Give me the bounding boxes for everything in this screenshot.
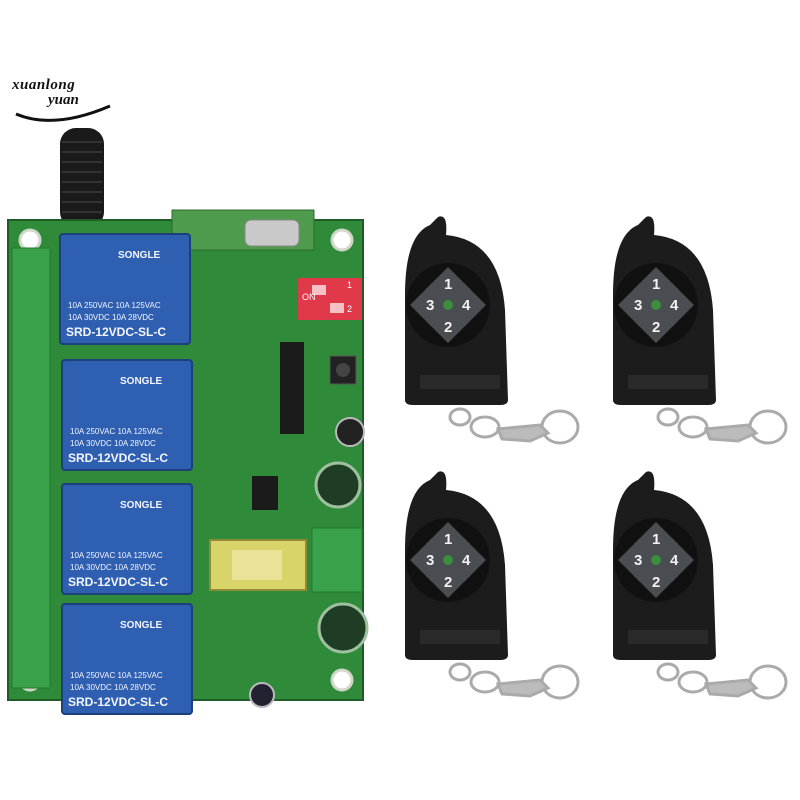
remote-1-label-2: 2: [444, 319, 452, 336]
remote-1-label-4: 4: [462, 297, 471, 314]
remote-1-label-3: 3: [426, 297, 434, 314]
relay-1-model: SRD-12VDC-SL-C: [66, 325, 166, 339]
remote-control-3: 1 3 4 2: [390, 470, 590, 720]
remote-control-4: 1 3 4 2: [598, 470, 798, 720]
capacitor-large-2: [317, 602, 369, 654]
antenna-coil: [60, 128, 104, 234]
remote-4-label-3: 3: [634, 552, 642, 569]
remote-control-2: 1 3 4 2: [598, 215, 798, 465]
relay-1-rating-1: 10A 250VAC 10A 125VAC: [68, 301, 161, 310]
keyring-4: [656, 662, 788, 700]
remote-2-label-4: 4: [670, 297, 679, 314]
logo-text-line1: xuanlong: [12, 77, 76, 93]
dip-label-on: ON: [302, 292, 316, 302]
relay-3-brand: SONGLE: [120, 500, 163, 511]
terminal-block-left: [11, 247, 51, 689]
remote-3-label-4: 4: [462, 552, 471, 569]
capacitor: [335, 417, 365, 447]
relay-4-brand: SONGLE: [120, 620, 163, 631]
capacitor-small: [249, 682, 275, 708]
remote-1-button-2[interactable]: [426, 299, 470, 343]
relay-4-model: SRD-12VDC-SL-C: [68, 695, 168, 709]
dip-label-1: 1: [347, 280, 352, 290]
relay-2-model: SRD-12VDC-SL-C: [68, 451, 168, 465]
relay-4-rating-1: 10A 250VAC 10A 125VAC: [70, 671, 163, 680]
relay-2-rating-2: 10A 30VDC 10A 28VDC: [70, 439, 156, 448]
relay-3-rating-2: 10A 30VDC 10A 28VDC: [70, 563, 156, 572]
remote-2-label-2: 2: [652, 319, 660, 336]
remote-4-label-2: 2: [652, 574, 660, 591]
remote-3-label-3: 3: [426, 552, 434, 569]
relay-3-rating-1: 10A 250VAC 10A 125VAC: [70, 551, 163, 560]
dip-switch: ON 1 2: [298, 278, 362, 320]
relay-1-rating-2: 10A 30VDC 10A 28VDC: [68, 313, 154, 322]
capacitor-large: [314, 461, 362, 509]
remote-4-label-1: 1: [652, 531, 660, 548]
remote-2-label-3: 3: [634, 297, 642, 314]
relay-1: SONGLE 10A 250VAC 10A 125VAC 10A 30VDC 1…: [59, 233, 191, 345]
relay-2-brand: SONGLE: [120, 376, 163, 387]
remote-2-button-2[interactable]: [634, 299, 678, 343]
terminal-block-right: [311, 527, 363, 593]
relay-2-rating-1: 10A 250VAC 10A 125VAC: [70, 427, 163, 436]
relay-receiver-board: ON 1 2 SONGLE 10A 250VAC 10A 125VAC 10A …: [0, 120, 385, 730]
relay-4-rating-2: 10A 30VDC 10A 28VDC: [70, 683, 156, 692]
keyring-3: [448, 662, 580, 700]
remote-3-button-2[interactable]: [426, 554, 470, 598]
remote-3-label-2: 2: [444, 574, 452, 591]
relay-4: SONGLE 10A 250VAC 10A 125VAC 10A 30VDC 1…: [61, 603, 193, 715]
remote-4-label-4: 4: [670, 552, 679, 569]
keyring-2: [656, 407, 788, 445]
ic-chip: [280, 342, 304, 434]
relay-3: SONGLE 10A 250VAC 10A 125VAC 10A 30VDC 1…: [61, 483, 193, 595]
remote-1-label-1: 1: [444, 276, 452, 293]
relay-2: SONGLE 10A 250VAC 10A 125VAC 10A 30VDC 1…: [61, 359, 193, 471]
remote-control-1: 1 3 4 2: [390, 215, 590, 465]
logo-swoosh-icon: [15, 104, 111, 122]
remote-4-button-2[interactable]: [634, 554, 678, 598]
dip-label-2: 2: [347, 304, 352, 314]
brand-logo: xuanlong yuan: [12, 78, 122, 126]
keyring-1: [448, 407, 580, 445]
remote-2-label-1: 1: [652, 276, 660, 293]
relay-1-brand: SONGLE: [118, 250, 161, 261]
logo-text-line2: yuan: [48, 92, 79, 108]
ic-chip-2: [252, 476, 278, 510]
relay-3-model: SRD-12VDC-SL-C: [68, 575, 168, 589]
remote-3-label-1: 1: [444, 531, 452, 548]
